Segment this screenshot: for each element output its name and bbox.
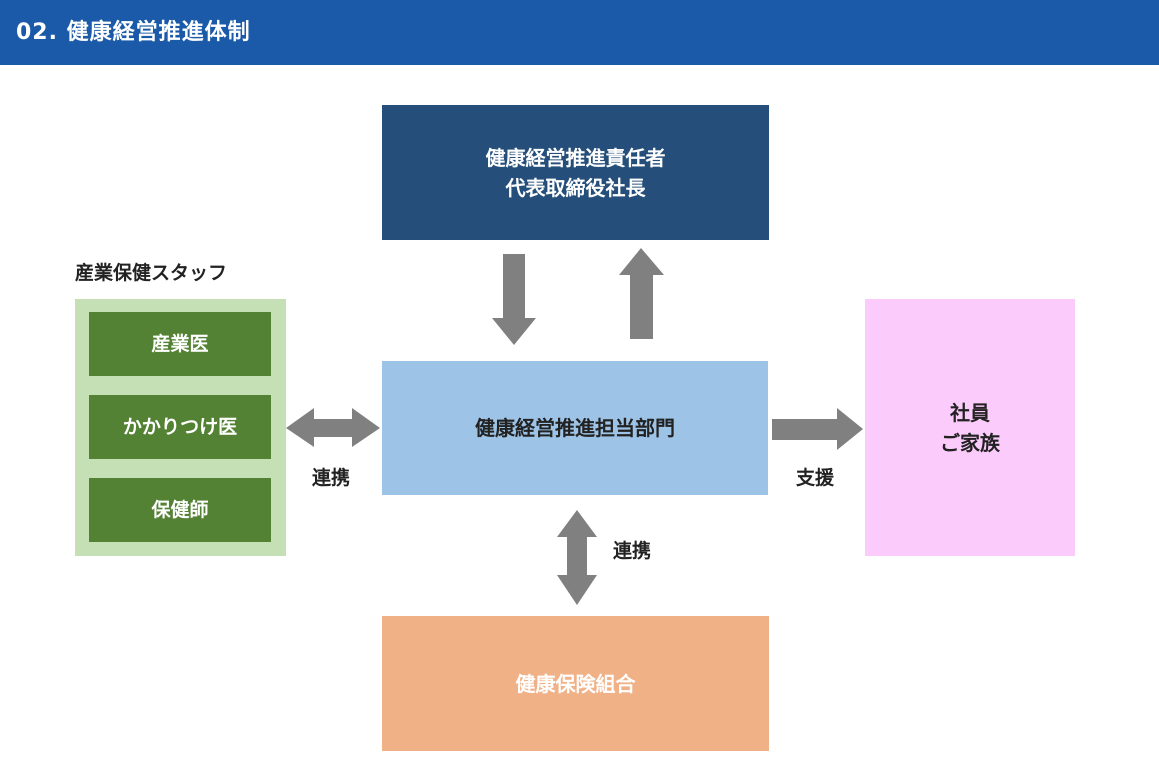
support-label: 支援	[796, 467, 835, 489]
staff-group: 産業医 かかりつけ医 保健師	[75, 299, 286, 556]
leader-role: 健康経営推進責任者	[485, 145, 666, 170]
leader-title: 代表取締役社長	[505, 175, 646, 200]
staff-group-title: 産業保健スタッフ	[75, 262, 228, 284]
family-box: 社員 ご家族	[865, 299, 1075, 556]
arrow-right-icon	[772, 408, 863, 450]
staff-link-label: 連携	[312, 467, 351, 489]
family-line2: ご家族	[940, 430, 1000, 455]
staff-item: 保健師	[89, 478, 271, 542]
staff-item: 産業医	[89, 312, 271, 376]
family-line1: 社員	[950, 400, 990, 425]
page-header: 02. 健康経営推進体制	[0, 0, 1159, 65]
department-label: 健康経営推進担当部門	[475, 416, 675, 440]
double-arrow-horizontal-icon	[286, 408, 380, 447]
insurance-box: 健康保険組合	[382, 616, 769, 751]
leader-box: 健康経営推進責任者 代表取締役社長	[382, 105, 769, 240]
department-box: 健康経営推進担当部門	[382, 361, 768, 495]
insurance-link-label: 連携	[613, 540, 652, 562]
double-arrow-vertical-icon	[557, 510, 597, 605]
arrow-up-icon	[619, 248, 664, 339]
arrow-down-icon	[492, 254, 536, 345]
page-title: 02. 健康経営推進体制	[16, 20, 251, 45]
insurance-label: 健康保険組合	[515, 671, 636, 696]
staff-item: かかりつけ医	[89, 395, 271, 459]
